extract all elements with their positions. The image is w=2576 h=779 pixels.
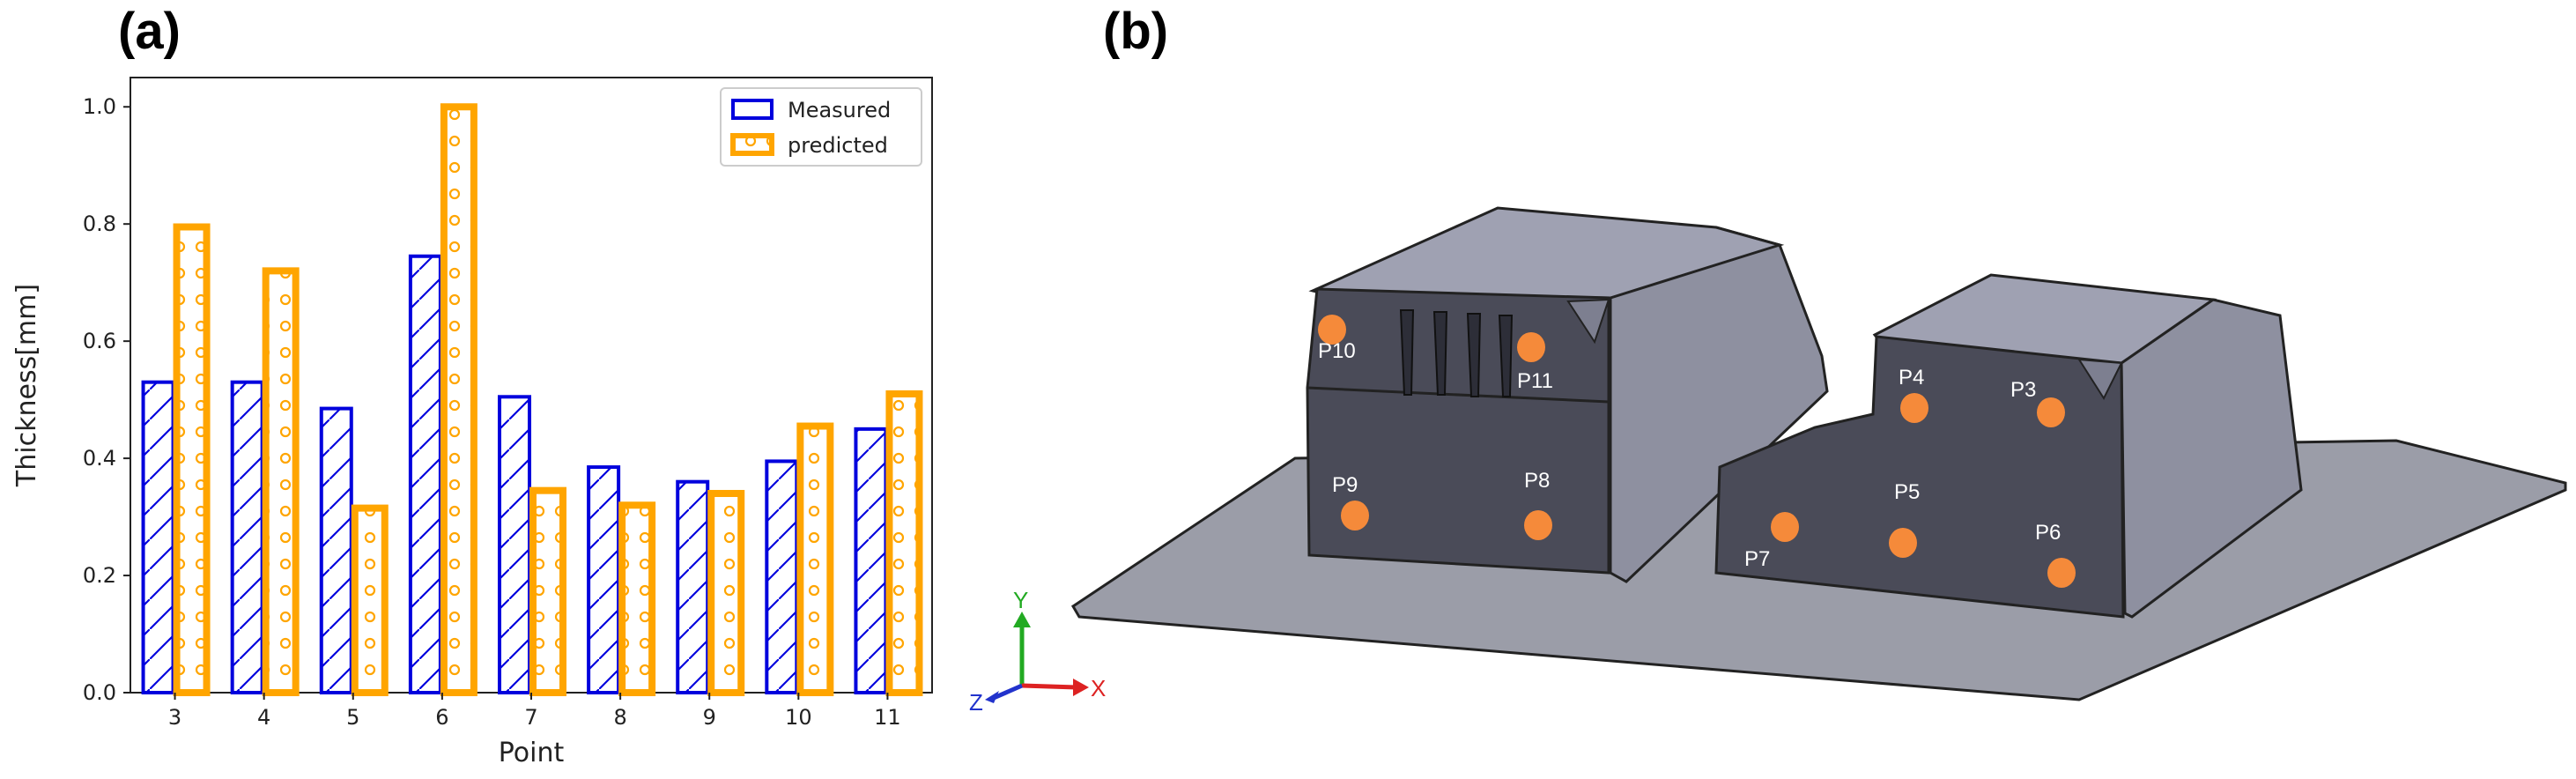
point-marker-p10 bbox=[1318, 315, 1346, 345]
point-label-p5: P5 bbox=[1894, 480, 1920, 504]
x-tick-label: 6 bbox=[435, 705, 448, 730]
legend-label-predicted: predicted bbox=[788, 133, 888, 158]
y-tick-label: 0.8 bbox=[83, 211, 116, 236]
bar-measured-10 bbox=[765, 459, 799, 695]
bar-predicted-6 bbox=[440, 103, 477, 696]
point-label-p4: P4 bbox=[1899, 366, 1924, 390]
point-label-p3: P3 bbox=[2010, 378, 2036, 402]
axis-z-label: Z bbox=[969, 689, 983, 716]
axis-triad: Y X Z bbox=[969, 587, 1106, 716]
bar-predicted-7 bbox=[529, 486, 566, 697]
x-tick-label: 9 bbox=[703, 705, 716, 730]
point-marker-p7 bbox=[1771, 512, 1799, 542]
point-label-p9: P9 bbox=[1332, 473, 1358, 497]
axis-x-label: X bbox=[1091, 675, 1106, 701]
x-tick-label: 3 bbox=[168, 705, 181, 730]
point-marker-p11 bbox=[1517, 332, 1545, 362]
point-label-p10: P10 bbox=[1318, 339, 1356, 363]
bar-predicted-8 bbox=[618, 501, 656, 696]
x-tick-label: 7 bbox=[524, 705, 537, 730]
bar-measured-6 bbox=[408, 254, 442, 694]
point-marker-p3 bbox=[2037, 397, 2065, 427]
ribs bbox=[1399, 309, 1514, 397]
right-block-chamfer bbox=[2077, 358, 2123, 401]
left-block-ledge bbox=[1307, 386, 1610, 404]
bar-predicted-3 bbox=[173, 223, 211, 696]
x-tick-label: 5 bbox=[346, 705, 359, 730]
point-marker-p8 bbox=[1524, 510, 1552, 540]
y-axis-title: Thickness[mm] bbox=[11, 284, 42, 487]
axis-y-label: Y bbox=[1013, 587, 1028, 613]
bar-predicted-5 bbox=[351, 504, 389, 696]
y-tick-label: 1.0 bbox=[83, 94, 116, 119]
bar-predicted-4 bbox=[262, 267, 300, 696]
point-label-p11: P11 bbox=[1517, 369, 1553, 393]
x-tick-label: 10 bbox=[785, 705, 812, 730]
point-marker-p4 bbox=[1900, 393, 1928, 423]
left-block-chamfer bbox=[1566, 298, 1610, 345]
bar-measured-4 bbox=[230, 380, 264, 694]
y-tick-label: 0.2 bbox=[83, 563, 116, 588]
y-tick-label: 0.4 bbox=[83, 446, 116, 471]
bar-predicted-9 bbox=[707, 489, 745, 696]
point-label-p6: P6 bbox=[2035, 521, 2061, 545]
bar-predicted-11 bbox=[885, 390, 923, 696]
x-tick-label: 11 bbox=[874, 705, 901, 730]
point-marker-p9 bbox=[1341, 501, 1369, 530]
panel-label-b: (b) bbox=[1103, 3, 1169, 60]
point-label-p7: P7 bbox=[1744, 547, 1770, 571]
y-tick-label: 0.6 bbox=[83, 329, 116, 353]
x-axis-title: Point bbox=[499, 738, 565, 768]
legend-swatch-measured bbox=[731, 99, 774, 120]
bar-measured-7 bbox=[498, 395, 531, 694]
point-marker-p6 bbox=[2047, 558, 2076, 588]
legend-label-measured: Measured bbox=[788, 98, 891, 122]
bar-predicted-10 bbox=[796, 422, 834, 696]
point-label-p8: P8 bbox=[1524, 469, 1550, 493]
x-tick-label: 4 bbox=[257, 705, 270, 730]
panel-label-a: (a) bbox=[118, 3, 181, 60]
right-block-front bbox=[1714, 335, 2125, 619]
bar-measured-8 bbox=[587, 465, 621, 694]
y-tick-label: 0.0 bbox=[83, 680, 116, 705]
legend-swatch-predicted bbox=[730, 133, 774, 156]
point-marker-p5 bbox=[1889, 528, 1917, 558]
x-tick-label: 8 bbox=[613, 705, 626, 730]
